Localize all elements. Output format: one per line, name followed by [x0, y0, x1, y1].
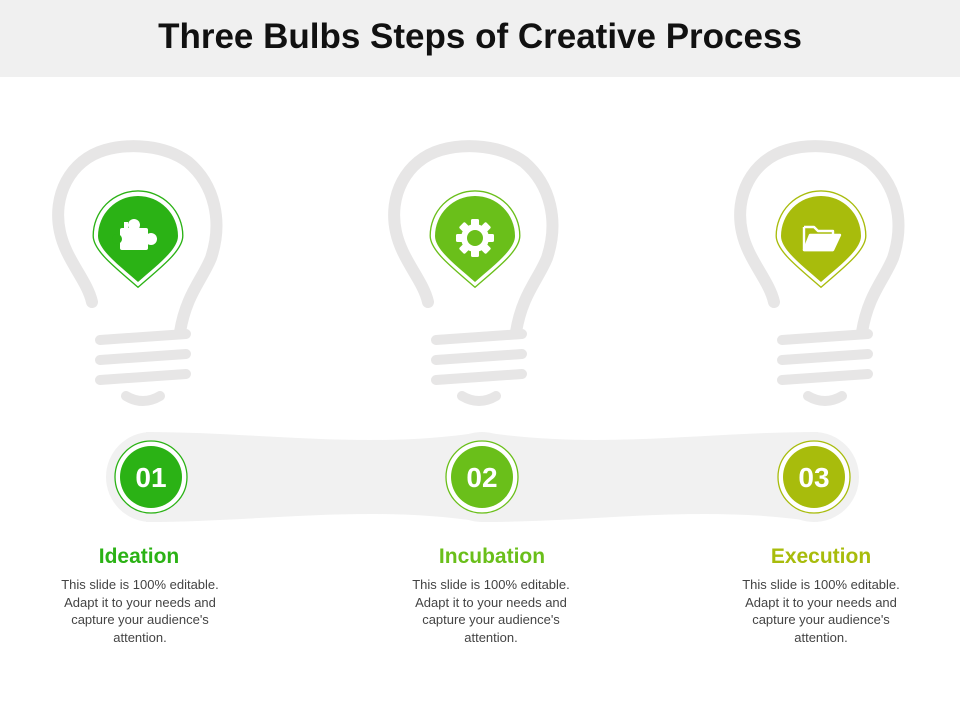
step-number: 01	[135, 462, 166, 493]
pin-3	[775, 190, 867, 288]
step-title-3: Execution	[770, 545, 872, 568]
step-number: 02	[466, 462, 497, 493]
pin-1	[92, 190, 184, 288]
step-number: 03	[798, 462, 829, 493]
puzzle-icon	[112, 219, 157, 250]
step-description-2: This slide is 100% editable. Adapt it to…	[412, 577, 570, 645]
folder-icon	[802, 225, 842, 252]
page-title: Three Bulbs Steps of Creative Process	[158, 16, 802, 56]
gear-icon	[456, 219, 494, 257]
step-number-circle-2: 02	[437, 432, 527, 522]
pin-2	[429, 190, 521, 288]
step-number-circle-3: 03	[769, 432, 859, 522]
step-description-1: This slide is 100% editable. Adapt it to…	[61, 577, 219, 645]
step-description-3: This slide is 100% editable. Adapt it to…	[742, 577, 900, 645]
step-title-2: Incubation	[438, 545, 546, 568]
title-bar: Three Bulbs Steps of Creative Process	[0, 0, 960, 77]
step-title-1: Ideation	[98, 545, 180, 568]
step-number-circle-1: 01	[106, 432, 196, 522]
